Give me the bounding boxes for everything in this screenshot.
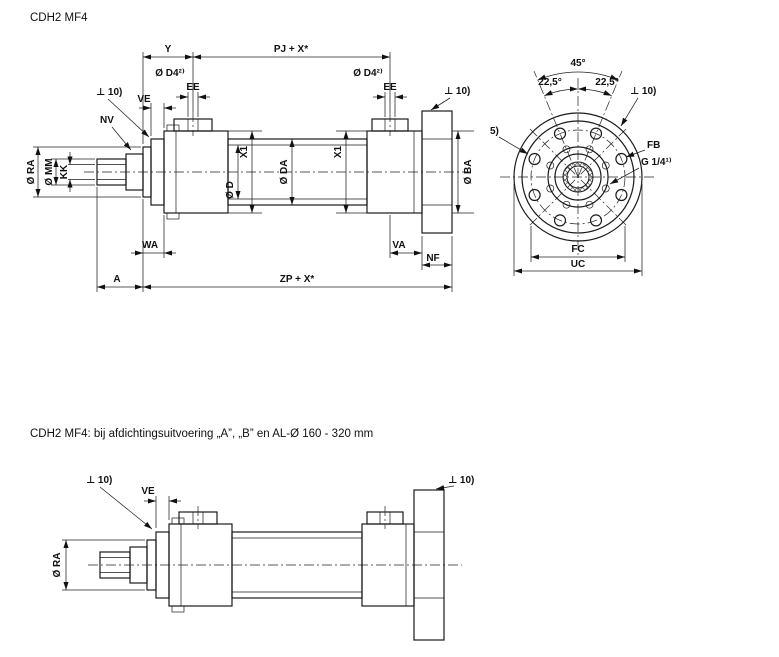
dim-nv-label: NV — [100, 115, 114, 126]
flatness-bottom-left-label: ⊥ 10) — [86, 475, 112, 486]
dim-ve-label: VE — [137, 94, 151, 105]
front-view: 45° 22,5° 22,5° ⊥ 10) 5) FB G 1/4¹⁾ FC U… — [490, 58, 672, 276]
dim-d4-right-label: Ø D4²⁾ — [353, 68, 383, 79]
dim-ra-label: Ø RA — [26, 160, 37, 185]
dim-fb-label: FB — [647, 140, 660, 151]
flatness-left-label: ⊥ 10) — [96, 87, 122, 98]
mounting-flange — [421, 110, 453, 234]
dim-y-label: Y — [165, 44, 172, 55]
dim-x1-left-label: X1 — [239, 145, 250, 158]
dim-ba-label: Ø BA — [463, 160, 474, 185]
section2-title: CDH2 MF4: bij afdichtingsuitvoering „A”,… — [30, 428, 374, 440]
dim-da-label: Ø DA — [279, 160, 290, 185]
dim-uc-label: UC — [571, 259, 585, 270]
port-g14-label: G 1/4¹⁾ — [641, 157, 672, 168]
dim-d4-left-label: Ø D4²⁾ — [155, 68, 185, 79]
flatness-bottom-right-label: ⊥ 10) — [448, 475, 474, 486]
flatness-right-label: ⊥ 10) — [444, 86, 470, 97]
dim-ee-right-label: EE — [383, 82, 397, 93]
dim-225-left-label: 22,5° — [538, 77, 561, 88]
dim-x1-right-label: X1 — [333, 145, 344, 158]
dim-ra-2-label: Ø RA — [52, 553, 63, 578]
note-5-label: 5) — [490, 126, 499, 137]
dim-wa-label: WA — [142, 240, 158, 251]
mounting-flange-2 — [413, 489, 445, 641]
main-side-view: Y PJ + X* Ø D4²⁾ Ø D4²⁾ EE EE ⊥ 10) ⊥ 10… — [26, 44, 474, 292]
bolt-circle — [530, 129, 626, 225]
dim-nf-label: NF — [426, 253, 439, 264]
bolt-holes — [528, 127, 628, 227]
bottom-side-view: ⊥ 10) VE ⊥ 10) Ø RA — [52, 475, 474, 641]
dim-45-label: 45° — [570, 58, 585, 69]
dim-kk-label: KK — [59, 164, 70, 179]
flange-outer-circle — [513, 112, 643, 242]
dim-va-label: VA — [392, 240, 405, 251]
dim-pj-label: PJ + X* — [274, 44, 308, 55]
rod-bore — [562, 161, 594, 193]
screw-holes — [546, 145, 610, 209]
dim-ve-2-label: VE — [141, 486, 155, 497]
dim-225-right-label: 22,5° — [595, 77, 618, 88]
dim-zp-label: ZP + X* — [280, 274, 315, 285]
dim-d-label: Ø D — [225, 181, 236, 199]
page-title: CDH2 MF4 — [30, 12, 88, 24]
dim-a-label: A — [113, 274, 120, 285]
flatness-front-label: ⊥ 10) — [630, 86, 656, 97]
dim-mm-label: Ø MM — [44, 158, 55, 185]
dim-ee-left-label: EE — [186, 82, 200, 93]
dim-fc-label: FC — [571, 244, 584, 255]
